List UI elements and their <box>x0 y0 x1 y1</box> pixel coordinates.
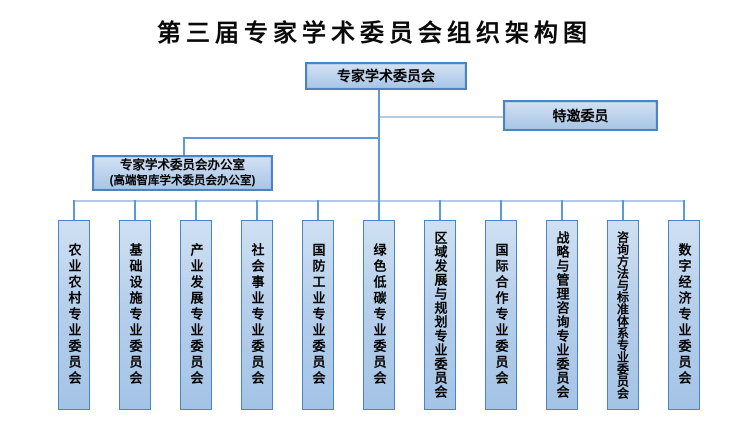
committee-box-social-affairs: 社会事业专业委员会 <box>241 220 273 410</box>
committee-label: 绿色低碳专业委员会 <box>371 243 387 387</box>
committee-label: 农业农村专业委员会 <box>66 243 82 387</box>
connector-office-vertical <box>183 137 185 155</box>
committee-box-regional-development-planning: 区域发展与规划专业委员会 <box>424 220 456 410</box>
connector-root-vertical <box>378 90 380 201</box>
connector-stub <box>622 200 624 220</box>
root-committee-label: 专家学术委员会 <box>337 68 435 84</box>
connector-special-horizontal <box>380 116 503 118</box>
committee-box-strategy-management-consulting: 战略与管理咨询专业委员会 <box>546 220 578 410</box>
connector-stub <box>561 200 563 220</box>
committee-label: 国防工业专业委员会 <box>310 243 326 387</box>
office-label-line2: (高端智库学术委员会办公室) <box>109 174 256 187</box>
committee-box-green-low-carbon: 绿色低碳专业委员会 <box>363 220 395 410</box>
committee-label: 区域发展与规划专业委员会 <box>432 231 448 399</box>
committee-box-digital-economy: 数字经济专业委员会 <box>668 220 700 410</box>
committee-box-international-cooperation: 国际合作专业委员会 <box>485 220 517 410</box>
committee-label: 国际合作专业委员会 <box>493 243 509 387</box>
committee-box-consulting-methods-standards: 咨询方法与标准体系专业委员会 <box>607 220 639 410</box>
connector-stub <box>378 200 380 220</box>
chart-title: 第三届专家学术委员会组织架构图 <box>157 18 592 47</box>
committee-box-industry-development: 产业发展专业委员会 <box>180 220 212 410</box>
connector-stub <box>256 200 258 220</box>
committee-label: 社会事业专业委员会 <box>249 243 265 387</box>
root-committee-box: 专家学术委员会 <box>305 62 467 90</box>
connector-stub <box>683 200 685 220</box>
committee-label: 数字经济专业委员会 <box>676 243 692 387</box>
committee-box-infrastructure: 基础设施专业委员会 <box>119 220 151 410</box>
special-member-label: 特邀委员 <box>552 107 609 124</box>
connector-stub <box>195 200 197 220</box>
committee-label: 咨询方法与标准体系专业委员会 <box>615 231 630 399</box>
connector-stub <box>73 200 75 220</box>
committee-box-defense-industry: 国防工业专业委员会 <box>302 220 334 410</box>
connector-office-horizontal <box>183 137 380 139</box>
office-label-line1: 专家学术委员会办公室 <box>119 158 245 172</box>
special-member-box: 特邀委员 <box>503 100 658 131</box>
committee-label: 战略与管理咨询专业委员会 <box>554 231 570 399</box>
committee-box-agriculture-rural: 农业农村专业委员会 <box>58 220 90 410</box>
committee-label: 产业发展专业委员会 <box>188 243 204 387</box>
connector-stub <box>500 200 502 220</box>
connector-stub <box>134 200 136 220</box>
committee-label: 基础设施专业委员会 <box>127 243 143 387</box>
connector-stub <box>317 200 319 220</box>
connector-stub <box>439 200 441 220</box>
office-box: 专家学术委员会办公室 (高端智库学术委员会办公室) <box>92 155 273 191</box>
